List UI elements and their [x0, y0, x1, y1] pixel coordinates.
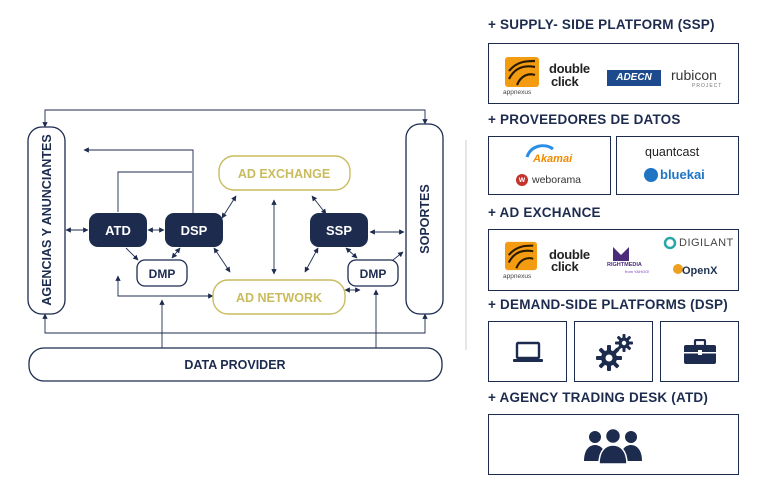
dsp-gears-panel	[574, 321, 653, 382]
dmp-left-label: DMP	[149, 267, 176, 281]
appnexus-text: appnexus	[503, 273, 532, 280]
appnexus-logo-icon	[505, 241, 537, 271]
ad-network-label: AD NETWORK	[236, 291, 322, 305]
rightmedia-icon	[613, 247, 629, 261]
ad-exchange-logos-panel: appnexus double click RIGHTMEDIA from YA…	[488, 229, 739, 291]
openx-icon	[673, 264, 683, 274]
ssp-label: SSP	[326, 223, 352, 238]
data-provider-node	[28, 347, 443, 382]
team-icon	[584, 427, 642, 465]
digilant-icon	[663, 236, 677, 250]
soportes-node	[405, 123, 444, 315]
digilant-text: DIGILANT	[679, 237, 734, 249]
ad-exchange-node	[218, 155, 351, 191]
appnexus-logo-icon	[505, 57, 539, 87]
rightmedia-text: RIGHTMEDIA	[607, 262, 642, 268]
weborama-text: weborama	[532, 174, 582, 186]
atd-node	[89, 213, 147, 247]
weborama-icon: w	[516, 174, 528, 186]
section-title-dsp: + DEMAND-SIDE PLATFORMS (DSP)	[488, 297, 728, 312]
doubleclick-text-1: double	[549, 61, 590, 76]
section-title-atd: + AGENCY TRADING DESK (ATD)	[488, 390, 709, 405]
dmp-right-node	[347, 259, 399, 287]
ad-exchange-label: AD EXCHANGE	[238, 167, 330, 181]
section-title-ad-exchance: + AD EXCHANCE	[488, 205, 601, 220]
ad-ecosystem-diagram: AGENCIAS Y ANUNCIANTES SOPORTES DATA PRO…	[27, 109, 467, 382]
ad-network-node	[212, 279, 346, 315]
adecn-logo: ADECN	[607, 70, 661, 86]
doubleclick-text-2: click	[551, 259, 579, 274]
quantcast-text: quantcast	[645, 145, 700, 159]
agencias-label: AGENCIAS Y ANUNCIANTES	[40, 134, 54, 305]
appnexus-text: appnexus	[503, 89, 532, 96]
akamai-swoosh-icon	[525, 144, 554, 158]
quantcast-bluekai-panel: quantcast bluekai	[616, 136, 739, 195]
section-title-ssp: + SUPPLY- SIDE PLATFORM (SSP)	[488, 17, 715, 32]
ssp-logos-panel: appnexus double click ADECN rubicon PROJ…	[488, 43, 739, 104]
dsp-briefcase-panel	[660, 321, 739, 382]
doubleclick-text-1: double	[549, 247, 590, 262]
akamai-weborama-panel: Akamai w weborama	[488, 136, 611, 195]
rubicon-sub-text: PROJECT	[692, 83, 723, 89]
atd-panel	[488, 414, 739, 475]
dsp-label: DSP	[181, 223, 208, 238]
bluekai-icon	[644, 168, 658, 182]
bluekai-text: bluekai	[660, 167, 705, 182]
dsp-node	[165, 213, 223, 247]
akamai-text: Akamai	[533, 153, 573, 165]
doubleclick-text-2: click	[551, 74, 579, 89]
rubicon-text: rubicon	[671, 67, 717, 83]
section-title-proveedores: + PROVEEDORES DE DATOS	[488, 112, 681, 127]
ssp-node	[310, 213, 368, 247]
rightmedia-sub-text: from YAHOO!	[625, 269, 650, 274]
dsp-laptop-panel	[488, 321, 567, 382]
openx-text: OpenX	[682, 265, 718, 277]
laptop-icon	[513, 341, 543, 362]
soportes-label: SOPORTES	[418, 184, 432, 253]
dmp-right-label: DMP	[360, 267, 387, 281]
connector-lines	[42, 109, 428, 357]
agencias-node	[27, 126, 66, 315]
atd-label: ATD	[105, 223, 131, 238]
dmp-left-node	[136, 259, 188, 287]
briefcase-icon	[684, 339, 716, 364]
gears-icon	[596, 334, 633, 371]
data-provider-label: DATA PROVIDER	[184, 358, 285, 372]
